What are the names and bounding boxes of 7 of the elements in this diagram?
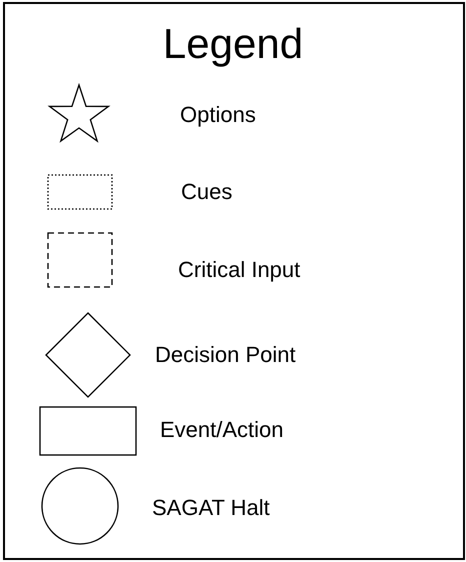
legend-title: Legend [162, 20, 304, 68]
legend-label: Critical Input [178, 257, 300, 283]
legend-label: Decision Point [155, 342, 296, 368]
legend-label: Options [180, 102, 256, 128]
legend-label: Cues [181, 179, 232, 205]
legend-label: Event/Action [160, 417, 284, 443]
legend-label: SAGAT Halt [152, 495, 270, 521]
